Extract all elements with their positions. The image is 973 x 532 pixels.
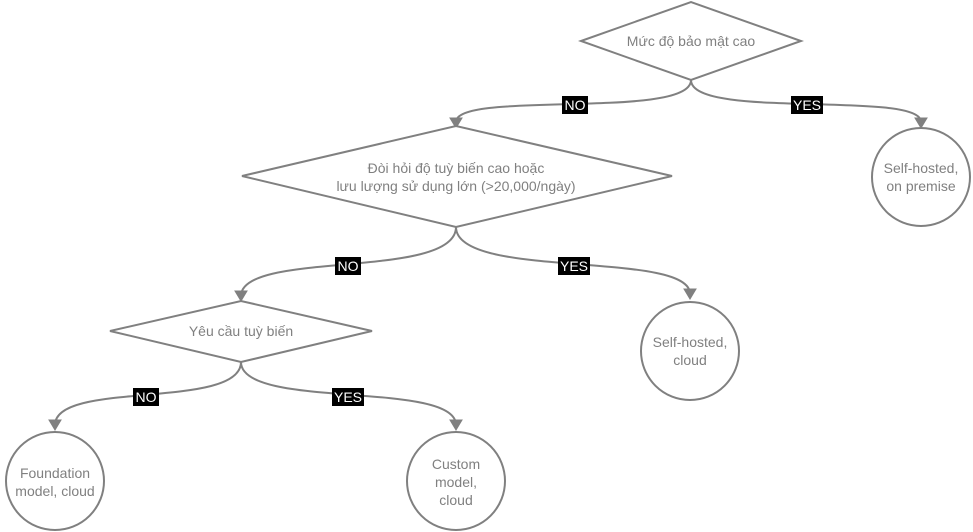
edge-label-volume-no-text: NO [338, 258, 359, 274]
arrowhead-security-no [449, 117, 463, 129]
edge-label-security-no: NO [562, 96, 588, 114]
arrowhead-custom-yes [449, 419, 463, 431]
edge-label-volume-yes-text: YES [560, 258, 588, 274]
edge-label-custom-yes: YES [332, 388, 364, 406]
arrowhead-volume-no [234, 290, 248, 302]
result-custom-cloud-line-3: cloud [439, 492, 472, 508]
edge-label-security-yes: YES [791, 96, 823, 114]
edge-label-custom-no: NO [133, 388, 159, 406]
decision-customization-volume-label-line-1: Đòi hỏi độ tuỳ biến cao hoặc [368, 160, 545, 176]
result-foundation-cloud: Foundation model, cloud [5, 431, 105, 531]
result-selfhosted-cloud-line-1: Self-hosted, [653, 334, 728, 350]
arrowhead-custom-no [48, 419, 62, 431]
result-foundation-cloud-line-1: Foundation [20, 465, 90, 481]
decision-customization-label: Yêu cầu tuỳ biến [189, 323, 293, 339]
result-selfhosted-cloud-line-2: cloud [673, 352, 706, 368]
decision-security-label: Mức độ bảo mật cao [627, 33, 756, 49]
decision-customization: Yêu cầu tuỳ biến [109, 299, 373, 364]
arrowhead-security-yes [914, 117, 928, 129]
result-foundation-cloud-line-2: model, cloud [15, 483, 94, 499]
edge-label-volume-no: NO [335, 257, 361, 275]
edge-label-custom-no-text: NO [136, 389, 157, 405]
decision-security: Mức độ bảo mật cao [578, 0, 804, 82]
edge-label-volume-yes: YES [558, 257, 590, 275]
edge-labels: NO YES NO YES NO YES [133, 96, 823, 406]
arrowhead-volume-yes [683, 288, 697, 300]
result-custom-cloud-line-1: Custom [432, 456, 480, 472]
result-selfhosted-onpremise: Self-hosted, on premise [871, 127, 971, 227]
result-custom-cloud: Custom model, cloud [406, 431, 506, 531]
decision-customization-volume: Đòi hỏi độ tuỳ biến cao hoặc lưu lượng s… [241, 124, 673, 229]
edge-label-security-yes-text: YES [793, 97, 821, 113]
result-selfhosted-cloud: Self-hosted, cloud [640, 301, 740, 401]
result-selfhosted-onpremise-line-1: Self-hosted, [884, 160, 959, 176]
result-custom-cloud-line-2: model, [435, 474, 477, 490]
decision-customization-volume-label-line-2: lưu lượng sử dụng lớn (>20,000/ngày) [336, 178, 575, 194]
result-selfhosted-onpremise-line-2: on premise [886, 178, 955, 194]
edge-label-custom-yes-text: YES [334, 389, 362, 405]
edge-label-security-no-text: NO [565, 97, 586, 113]
